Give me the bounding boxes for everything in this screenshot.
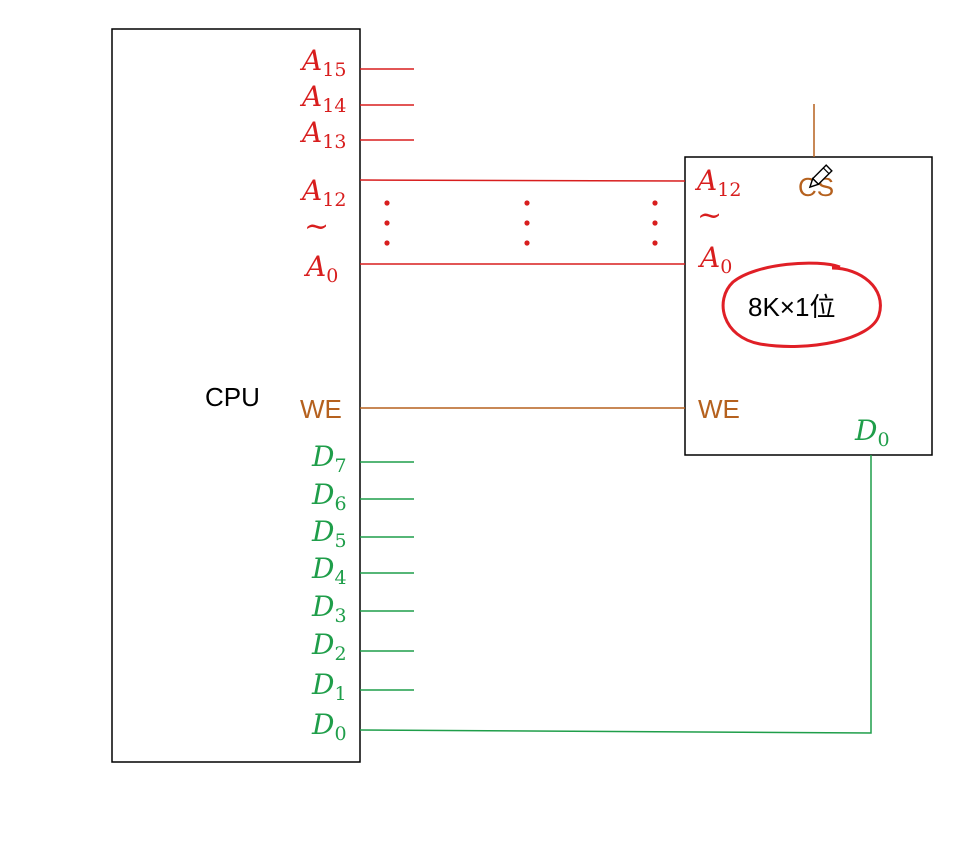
cpu-pin-a14: A14: [299, 80, 346, 117]
cpu-pin-we: WE: [300, 394, 342, 424]
cpu-pin-a13: A13: [299, 116, 346, 153]
capacity-circle: [721, 261, 882, 348]
cpu-pin-a12: A12: [299, 174, 346, 211]
chip-range-tilde: ~: [697, 198, 722, 233]
pencil-icon: [808, 164, 833, 189]
chip-pin-d0: D0: [854, 414, 890, 451]
chip-pin-a0: A0: [697, 241, 732, 278]
cpu-pin-d5: D5: [311, 515, 347, 552]
cpu-range-tilde: ~: [304, 209, 329, 244]
cpu-pin-d1: D1: [311, 668, 347, 705]
cpu-pin-d3: D3: [311, 590, 347, 627]
cpu-pin-d0: D0: [311, 708, 347, 745]
cpu-label: CPU: [205, 382, 260, 412]
cpu-pin-a15: A15: [299, 44, 346, 81]
cpu-block: [111, 28, 361, 763]
address-ellipsis-right: [652, 200, 658, 246]
cpu-pin-d4: D4: [311, 552, 347, 589]
address-ellipsis-middle: [524, 200, 530, 246]
memory-chip-block: [684, 156, 933, 456]
data-line-d0: [359, 455, 872, 734]
cpu-pin-d7: D7: [311, 440, 347, 477]
chip-pin-we: WE: [698, 394, 740, 424]
cpu-pin-d6: D6: [311, 478, 347, 515]
address-ellipsis-left: [384, 200, 390, 246]
cpu-pin-d2: D2: [311, 628, 347, 665]
chip-pin-a12: A12: [694, 164, 741, 201]
cpu-pin-a0: A0: [303, 250, 338, 287]
chip-capacity-label: 8K×1位: [748, 292, 835, 322]
address-line-a12: [359, 179, 686, 182]
